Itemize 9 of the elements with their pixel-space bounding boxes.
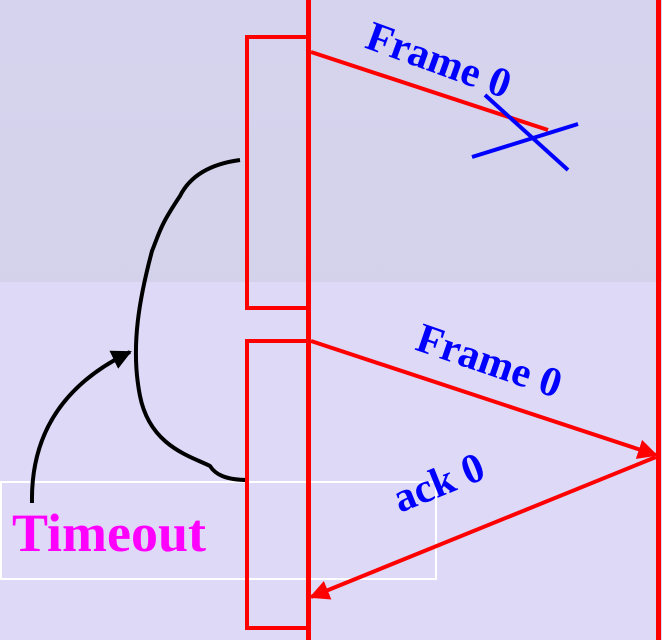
edge-label: Frame 0 <box>360 15 517 106</box>
arrow <box>309 455 657 600</box>
edge-label: ack 0 <box>387 446 490 520</box>
timeout-label: Timeout <box>12 506 206 560</box>
arrow <box>310 339 658 459</box>
timer-bracket <box>245 35 308 310</box>
edge-label: Frame 0 <box>411 317 568 406</box>
timer-bracket <box>245 339 308 630</box>
arrow <box>30 350 132 504</box>
